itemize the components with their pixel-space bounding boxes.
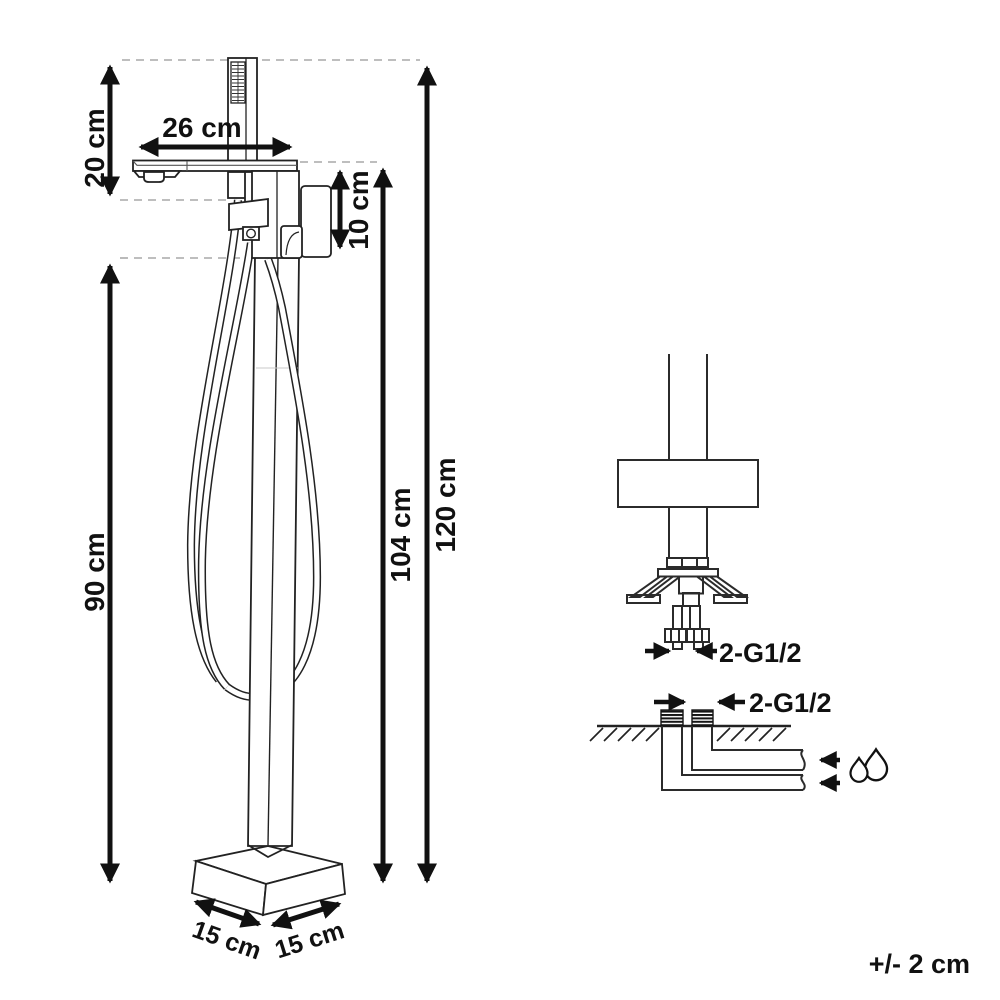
dim-arrow-base-width — [193, 898, 262, 928]
dim-label-26cm: 26 cm — [162, 112, 241, 143]
dim-label-10cm: 10 cm — [343, 170, 374, 249]
connection-label-lower: 2-G1/2 — [749, 688, 832, 718]
faucet-base — [191, 844, 346, 917]
threaded-stub-right — [691, 709, 714, 727]
mixer-body — [227, 170, 332, 259]
tolerance-note: +/- 2 cm — [869, 949, 970, 979]
dim-label-20cm: 20 cm — [79, 108, 110, 187]
water-drops-icon — [849, 747, 889, 783]
spout-arm — [132, 159, 298, 183]
floor-hatching — [589, 727, 787, 742]
faucet-front-view — [132, 57, 346, 917]
dim-label-104cm: 104 cm — [385, 488, 416, 583]
connection-label-upper: 2-G1/2 — [719, 638, 802, 668]
connection-nuts — [664, 628, 710, 650]
hose-connector — [228, 197, 269, 231]
threaded-stub-left — [660, 709, 684, 727]
mixer-handle — [300, 185, 332, 258]
construction-dashed-lines — [120, 59, 420, 259]
handle-lever — [280, 225, 303, 259]
dim-arrow-base-depth — [270, 899, 342, 930]
spout-outlet — [143, 171, 165, 183]
mounting-detail: 2-G1/2 — [617, 354, 802, 668]
floor-connection-detail: 2-G1/2 — [589, 688, 889, 792]
dim-label-120cm: 120 cm — [430, 458, 461, 553]
supply-pipes — [661, 726, 806, 791]
dim-label-90cm: 90 cm — [79, 532, 110, 611]
mounting-spider-legs — [626, 575, 750, 604]
hand-shower-hose-front — [197, 242, 322, 690]
